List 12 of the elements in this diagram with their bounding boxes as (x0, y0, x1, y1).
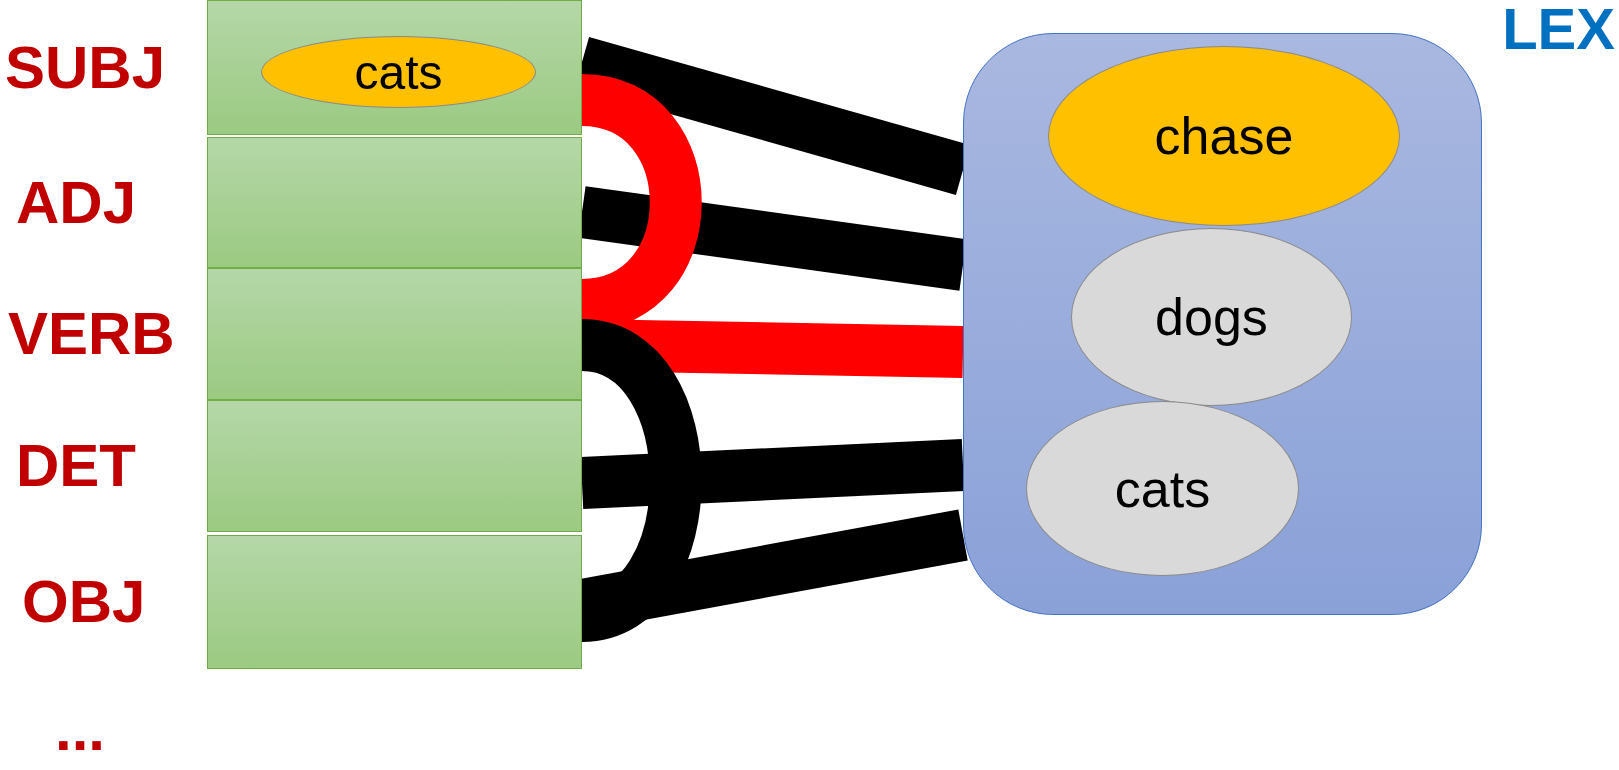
role-label: OBJ (22, 572, 146, 632)
word-ellipse: cats (261, 36, 536, 108)
lexicon-label: LEX (1502, 0, 1615, 58)
role-label: DET (16, 436, 136, 496)
role-label: ADJ (16, 172, 137, 233)
role-label: SUBJ (5, 37, 166, 98)
connector-band (580, 439, 965, 509)
word-ellipse: dogs (1071, 228, 1352, 406)
word-ellipse: chase (1048, 46, 1400, 226)
ellipsis-label: ... (55, 700, 105, 760)
word-ellipse: cats (1026, 401, 1299, 576)
role-label: VERB (8, 304, 175, 364)
